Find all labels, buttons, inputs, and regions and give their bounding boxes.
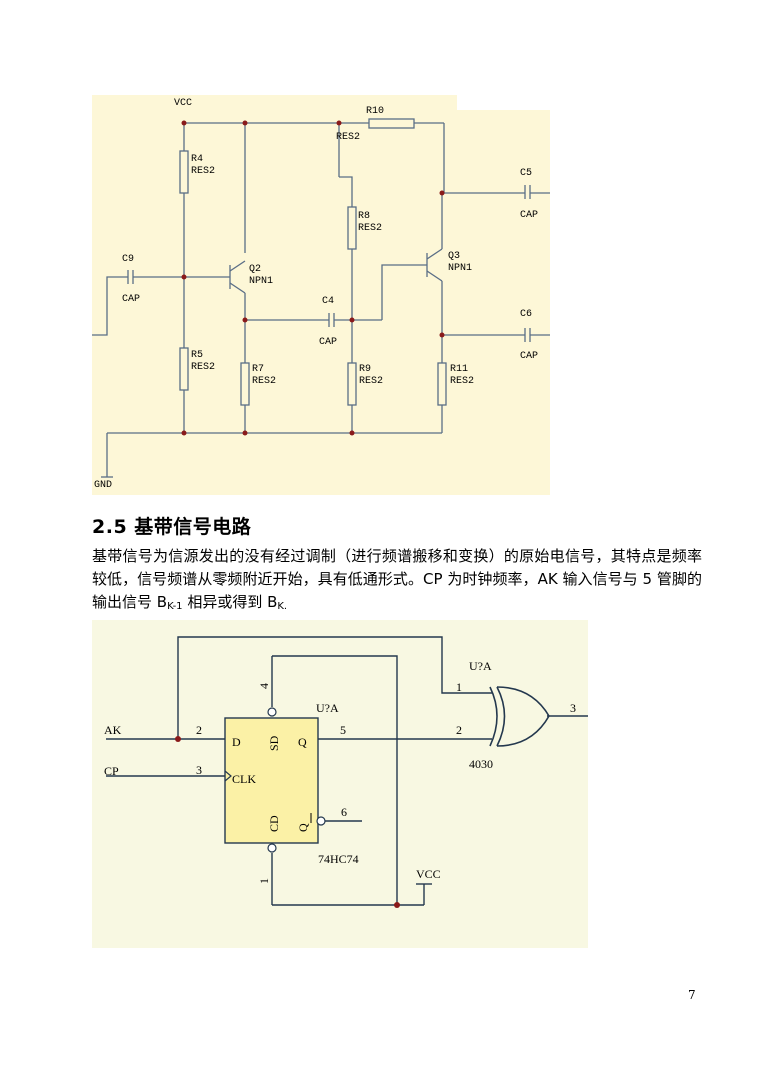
subscript-k: K. — [277, 601, 288, 612]
xor-pin1-label: 1 — [456, 680, 462, 694]
pin4-label: 4 — [257, 683, 271, 689]
paragraph-text: 基带信号为信源发出的没有经过调制（进行频谱搬移和变换）的原始电信号，其特点是频率… — [92, 547, 702, 611]
r7-type: RES2 — [252, 376, 276, 387]
ff-ref-label: U?A — [316, 701, 339, 715]
c4-type: CAP — [319, 337, 337, 348]
section-heading: 2.5 基带信号电路 — [92, 516, 252, 538]
xor-pin3-label: 3 — [570, 701, 576, 715]
r8-type: RES2 — [358, 223, 382, 234]
c9-label: C9 — [122, 254, 134, 265]
r5-label: R5 — [191, 350, 203, 361]
r5-type: RES2 — [191, 362, 215, 373]
vcc-label: VCC — [174, 98, 192, 109]
r4-label: R4 — [191, 154, 203, 165]
subscript-k-1: K-1 — [167, 601, 183, 612]
q3-label: Q3 — [448, 251, 460, 262]
q-label: Q — [298, 735, 307, 749]
xor-chip-label: 4030 — [469, 757, 493, 771]
sd-label: SD — [267, 735, 281, 751]
qbar-label: Q — [296, 823, 310, 832]
pin3-label: 3 — [196, 763, 202, 777]
xor-pin2-label: 2 — [456, 723, 462, 737]
gnd-label: GND — [94, 480, 112, 491]
pin1-label: 1 — [257, 878, 271, 884]
flipflop-xor-schematic: AK CP 2 3 D CLK Q SD CD Q 4 1 U?A 5 6 74… — [92, 620, 588, 948]
page-number: 7 — [688, 988, 696, 1002]
c5-label: C5 — [520, 168, 532, 179]
r10-label: R10 — [366, 106, 384, 117]
cp-label: CP — [104, 764, 119, 778]
cd-label: CD — [267, 815, 281, 832]
pin5-label: 5 — [340, 723, 346, 737]
xor-ref-label: U?A — [469, 659, 492, 673]
q2-type: NPN1 — [249, 276, 273, 287]
r11-label: R11 — [450, 364, 468, 375]
section-paragraph: 基带信号为信源发出的没有经过调制（进行频谱搬移和变换）的原始电信号，其特点是频率… — [92, 545, 702, 618]
pin6-label: 6 — [341, 805, 347, 819]
c5-type: CAP — [520, 210, 538, 221]
r7-label: R7 — [252, 364, 264, 375]
c6-label: C6 — [520, 309, 532, 320]
q3-type: NPN1 — [448, 263, 472, 274]
r9-type: RES2 — [359, 376, 383, 387]
amplifier-schematic: VCC R10 RES2 R4 RES2 R8 RES2 C5 CAP C9 C… — [92, 95, 550, 495]
vcc2-label: VCC — [416, 867, 441, 881]
paragraph-text-2: 相异或得到 B — [182, 593, 278, 611]
r4-type: RES2 — [191, 166, 215, 177]
c4-label: C4 — [322, 296, 334, 307]
r9-label: R9 — [359, 364, 371, 375]
c9-type: CAP — [122, 294, 140, 305]
c6-type: CAP — [520, 351, 538, 362]
r10-type: RES2 — [336, 132, 360, 143]
r8-label: R8 — [358, 211, 370, 222]
chip-label: 74HC74 — [318, 852, 359, 866]
pin2-label: 2 — [196, 723, 202, 737]
ak-label: AK — [104, 723, 122, 737]
clk-label: CLK — [232, 772, 256, 786]
d-label: D — [232, 735, 241, 749]
r11-type: RES2 — [450, 376, 474, 387]
q2-label: Q2 — [249, 264, 261, 275]
